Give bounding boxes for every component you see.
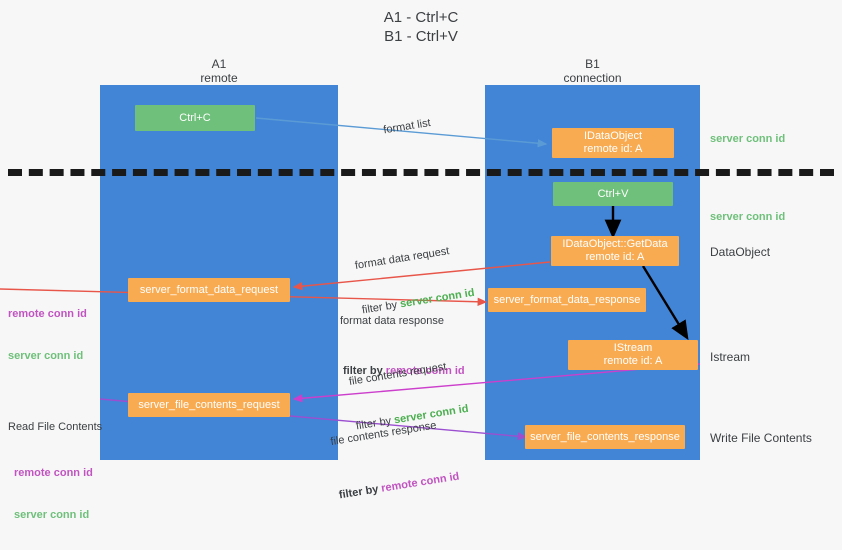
- right-istream-label: Istream: [710, 350, 751, 364]
- arrow-label-format-list: format list: [368, 101, 434, 155]
- node-ctrl-v[interactable]: Ctrl+V: [553, 182, 673, 206]
- right-server-conn-id-1: server conn id: [710, 133, 786, 145]
- right-write-file-contents-label: Write File Contents: [710, 431, 812, 445]
- read-file-contents-heading: Read File Contents: [8, 421, 103, 433]
- left-conn-ids-1: remote conn id server conn id: [8, 279, 87, 391]
- node-istream[interactable]: IStream remote id: A: [568, 340, 698, 370]
- left-remote-conn-id-1: remote conn id: [8, 308, 87, 320]
- page-title: A1 - Ctrl+C B1 - Ctrl+V: [383, 9, 459, 45]
- node-idataobject-getdata[interactable]: IDataObject::GetData remote id: A: [551, 236, 679, 266]
- arrow-label-format-list-text: format list: [382, 116, 432, 137]
- arrow-label-format-data-response-line1: format data response: [340, 315, 444, 327]
- phase-divider: [8, 169, 834, 176]
- arrow-label-file-contents-response-line2: filter by remote conn id: [338, 470, 461, 502]
- arrow-label-file-contents-request-line1: file contents request: [348, 360, 448, 388]
- node-server-format-data-response[interactable]: server_format_data_response: [488, 288, 646, 312]
- diagram-canvas: A1 - Ctrl+C B1 - Ctrl+V A1 remote B1 con…: [0, 9, 834, 521]
- arrow-label-file-contents-response: file contents response filter by remote …: [325, 387, 465, 533]
- read-file-contents-group: Read File Contents remote conn id server…: [8, 392, 102, 550]
- node-ctrl-c[interactable]: Ctrl+C: [135, 105, 255, 131]
- left-server-conn-id-1: server conn id: [8, 350, 84, 362]
- arrow-label-file-contents-response-line1: file contents response: [329, 419, 438, 449]
- node-server-file-contents-response[interactable]: server_file_contents_response: [525, 425, 685, 449]
- right-server-conn-id-2: server conn id: [710, 211, 786, 223]
- lane-header-b1: B1 connection: [563, 57, 622, 85]
- node-server-format-data-request[interactable]: server_format_data_request: [128, 278, 290, 302]
- left-remote-conn-id-2: remote conn id: [14, 467, 93, 479]
- right-dataobject-label: DataObject: [710, 245, 771, 259]
- arrow-label-format-data-response-line2: filter by remote conn id: [343, 365, 465, 377]
- lane-header-a1: A1 remote: [200, 57, 238, 85]
- left-server-conn-id-2: server conn id: [14, 509, 90, 521]
- arrow-label-format-data-response: format data response filter by remote co…: [340, 284, 465, 409]
- arrow-label-format-data-request-line1: format data request: [354, 245, 451, 272]
- node-idataobject[interactable]: IDataObject remote id: A: [552, 128, 674, 158]
- node-server-file-contents-request[interactable]: server_file_contents_request: [128, 393, 290, 417]
